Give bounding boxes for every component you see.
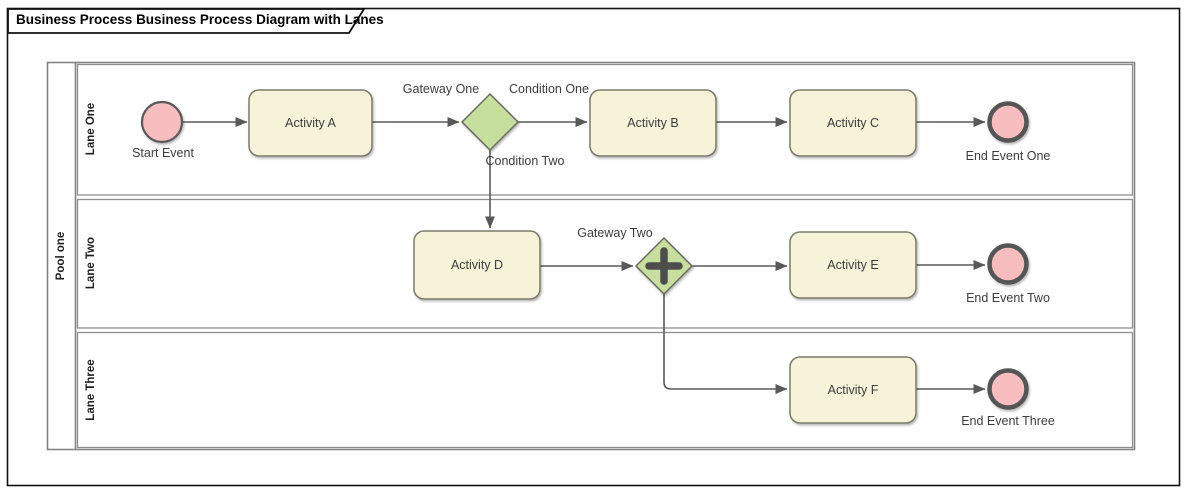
activity-f-shape[interactable] (789, 356, 917, 424)
lane-two-label: Lane Two (85, 236, 97, 290)
pool-label: Pool one (55, 231, 67, 281)
end-event-three-shape[interactable] (987, 368, 1029, 410)
condition-two-label: Condition Two (485, 154, 565, 168)
gateway-one-shape[interactable] (460, 92, 520, 152)
activity-d-label: Activity D (450, 258, 504, 272)
activity-e-shape[interactable] (789, 231, 917, 299)
activity-c-shape[interactable] (789, 89, 917, 157)
plus-icon (645, 247, 683, 285)
edge-gateway-two-to-activity-f[interactable] (663, 294, 788, 394)
lane-three-container[interactable] (76, 331, 1134, 449)
start-event-shape[interactable] (140, 100, 184, 144)
activity-a-shape[interactable] (248, 89, 373, 157)
start-event-label: Start Event (132, 146, 194, 160)
end-event-two-label: End Event Two (966, 291, 1050, 305)
activity-b-label: Activity B (627, 116, 679, 130)
activity-b-shape[interactable] (589, 89, 717, 157)
end-event-one-label: End Event One (965, 149, 1051, 163)
lane-three-label: Lane Three (85, 359, 97, 421)
lane-one-label: Lane One (85, 102, 97, 156)
end-event-three-label: End Event Three (961, 414, 1055, 428)
activity-c-label: Activity C (826, 116, 880, 130)
activity-e-label: Activity E (827, 258, 879, 272)
end-event-one-shape[interactable] (987, 101, 1029, 143)
activity-d-shape[interactable] (413, 230, 541, 300)
end-event-two-shape[interactable] (987, 243, 1029, 285)
diagram-title: Business Process Business Process Diagra… (16, 12, 384, 27)
condition-one-label: Condition One (509, 82, 589, 96)
gateway-one-label: Gateway One (402, 82, 480, 96)
activity-a-label: Activity A (285, 116, 336, 130)
lane-two-container[interactable] (76, 198, 1134, 329)
diagram-title-tab (7, 8, 366, 34)
diagram-frame (6, 7, 1181, 487)
gateway-two-label: Gateway Two (577, 226, 653, 240)
activity-f-label: Activity F (827, 383, 879, 397)
